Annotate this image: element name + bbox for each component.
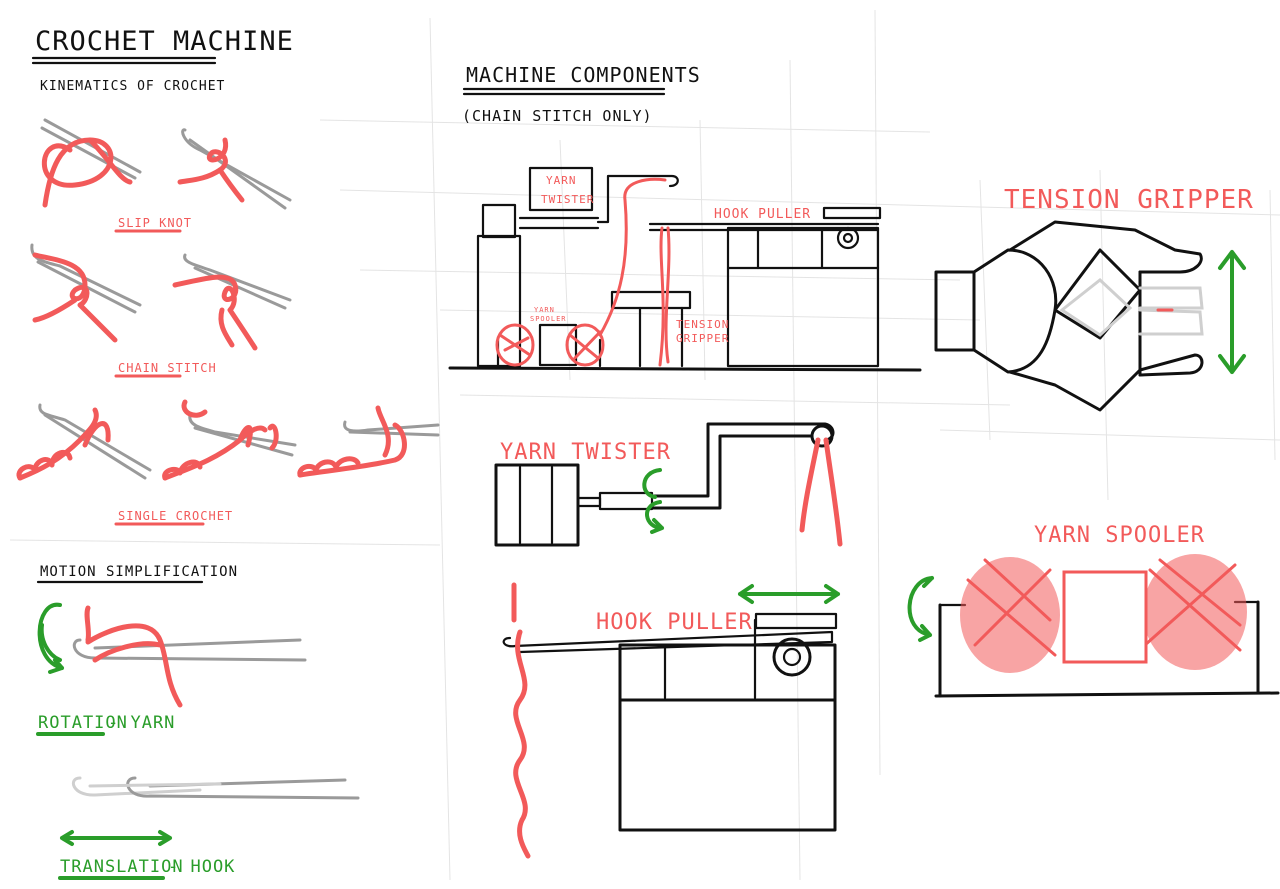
slip-knot-label: SLIP KNOT: [118, 216, 192, 230]
components-heading: MACHINE COMPONENTS: [466, 63, 701, 87]
overview-label-yarn: YARN: [546, 174, 577, 187]
rotation-rest: - YARN: [108, 713, 175, 733]
overview-label-gripper: GRIPPER: [676, 332, 729, 345]
yarn-spooler-illustration: [910, 554, 1278, 696]
single-crochet-label: SINGLE CROCHET: [118, 509, 233, 523]
overview-label-tension: TENSION: [676, 318, 729, 331]
yarn-twister-title: YARN TWISTER: [500, 440, 671, 465]
translation-illustration: [62, 778, 358, 844]
components-subheading: (CHAIN STITCH ONLY): [462, 107, 653, 125]
chain-stitch-illustration: [32, 245, 290, 348]
overview-label-spooler-1: YARN: [534, 306, 555, 314]
chain-stitch-label: CHAIN STITCH: [118, 361, 217, 375]
translation-word: TRANSLATION: [60, 857, 184, 877]
motion-heading: MOTION SIMPLIFICATION: [40, 564, 238, 580]
yarn-spooler-title: YARN SPOOLER: [1034, 523, 1205, 548]
overview-label-twister: TWISTER: [541, 193, 594, 206]
kinematics-heading: KINEMATICS OF CROCHET: [40, 79, 225, 94]
rotation-illustration: [40, 605, 305, 705]
hook-puller-title: HOOK PULLER: [596, 610, 753, 635]
page-title: CROCHET MACHINE: [35, 26, 294, 57]
tension-gripper-title: TENSION GRIPPER: [1004, 185, 1254, 215]
translation-rest: - HOOK: [168, 857, 235, 877]
overview-label-spooler-2: SPOOLER: [530, 315, 567, 323]
overview-label-hook-puller: HOOK PULLER: [714, 207, 811, 222]
slip-knot-illustration: [42, 120, 290, 208]
single-crochet-illustration: [19, 402, 438, 478]
